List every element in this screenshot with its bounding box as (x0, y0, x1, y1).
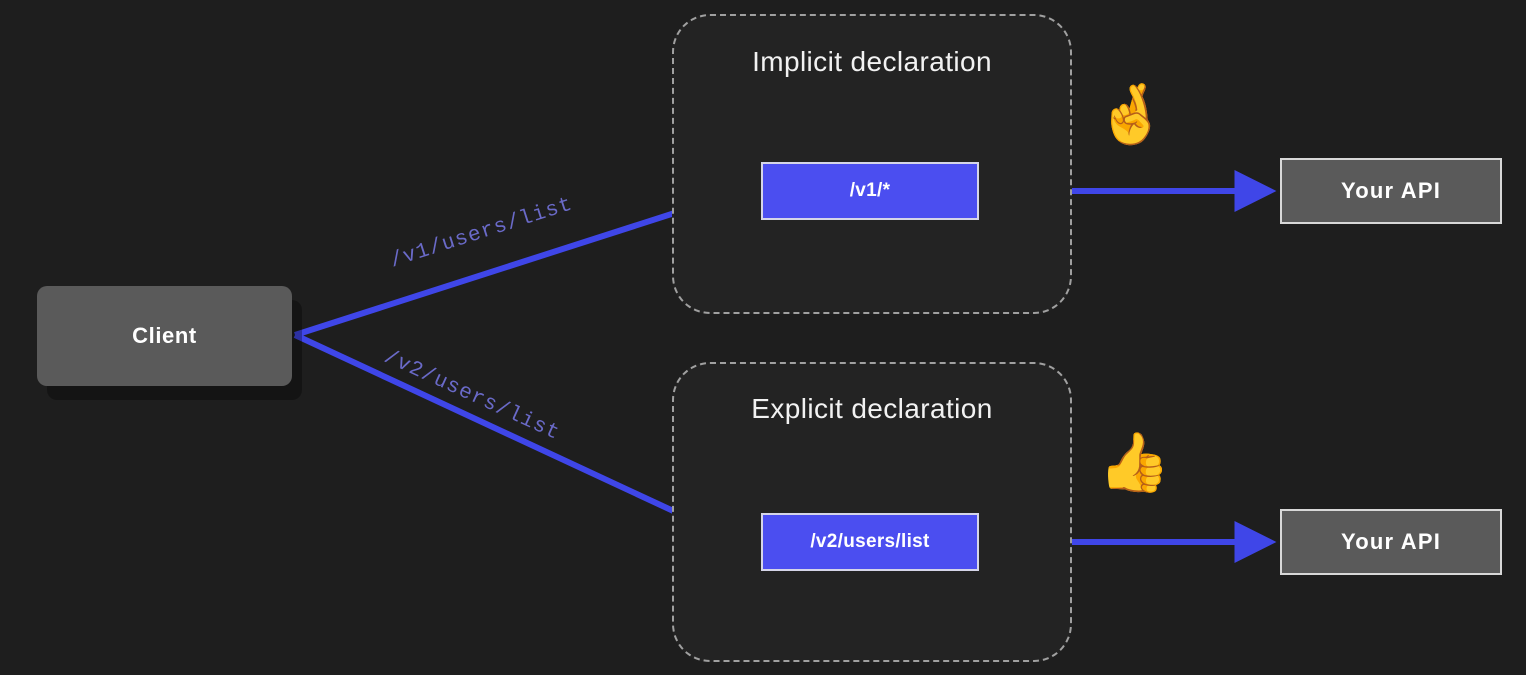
group-explicit-declaration (672, 362, 1072, 662)
node-your-api-implicit[interactable]: Your API (1280, 158, 1502, 224)
group-implicit-title: Implicit declaration (752, 46, 992, 77)
node-client-label: Client (132, 323, 197, 348)
crossed-fingers-icon: 🤞 (1095, 82, 1168, 147)
edge-label-v2: /v2/users/list (380, 346, 564, 446)
node-client[interactable]: Client (37, 286, 292, 386)
node-route-v2[interactable]: /v2/users/list (761, 513, 979, 571)
node-your-api-explicit[interactable]: Your API (1280, 509, 1502, 575)
node-your-api-explicit-label: Your API (1340, 529, 1442, 554)
node-route-v1-label: /v1/* (849, 180, 891, 201)
node-your-api-implicit-label: Your API (1340, 178, 1442, 203)
node-route-v2-label: /v2/users/list (810, 531, 930, 552)
edge-label-v1: /v1/users/list (387, 193, 576, 274)
group-explicit-title: Explicit declaration (751, 393, 993, 424)
thumbs-up-icon: 👍 (1098, 430, 1171, 495)
node-route-v1[interactable]: /v1/* (761, 162, 979, 220)
